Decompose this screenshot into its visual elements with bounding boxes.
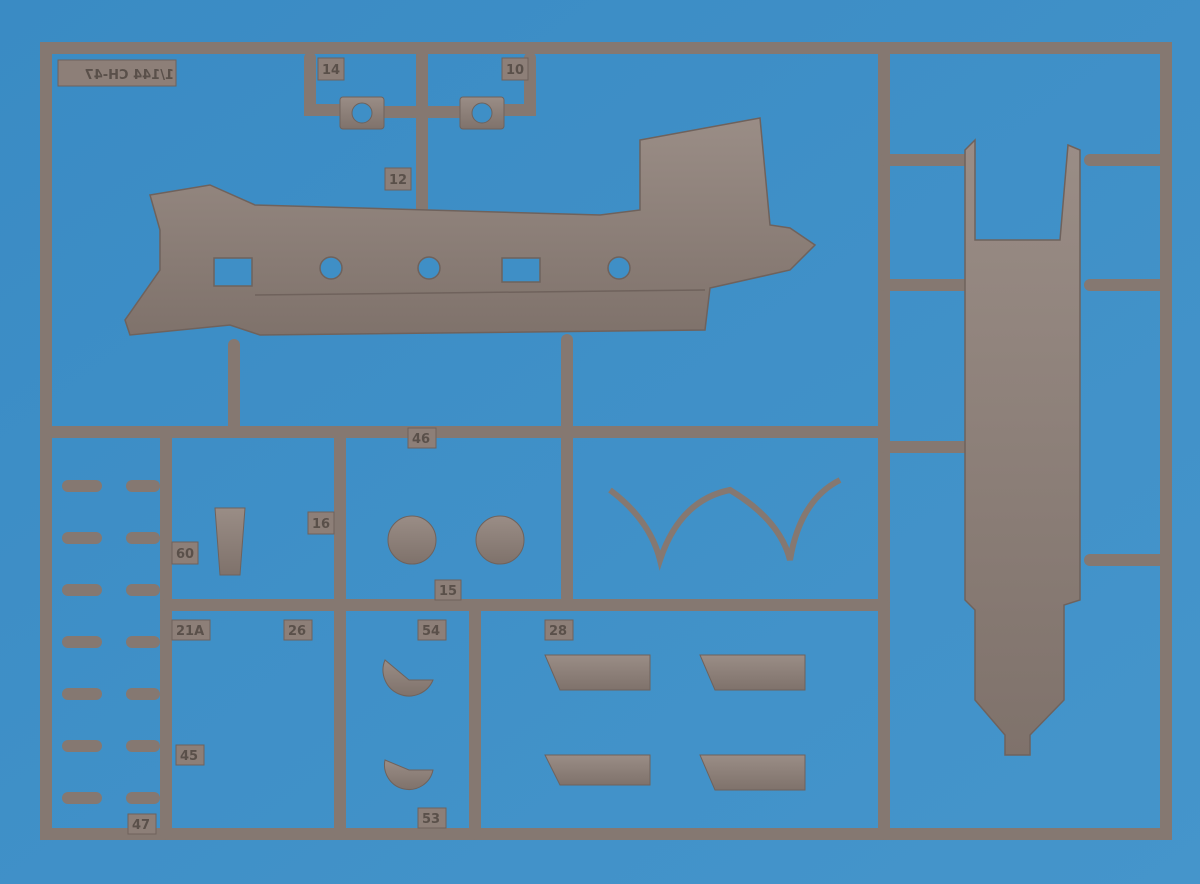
sprue-title: 1/144 CH-47 [85,68,174,83]
sprue-frame [40,42,1172,840]
part-number: 46 [412,432,430,447]
part-number-tags: 1/144 CH-47 14 10 12 46 16 60 15 21A 26 … [57,57,574,835]
part-number: 26 [288,624,306,639]
bracket-parts [339,96,505,130]
part-number: 21A [176,624,204,639]
small-parts [214,477,842,791]
part-number: 47 [132,818,150,833]
part-number: 60 [176,547,194,562]
part-number: 16 [312,517,330,532]
part-number: 54 [422,624,440,639]
part-number: 28 [549,624,567,639]
part-number: 12 [389,173,407,188]
part-number: 10 [506,63,524,78]
part-number: 14 [322,63,340,78]
part-number: 15 [439,584,457,599]
ejector-pins [62,480,160,804]
part-number: 53 [422,812,440,827]
fuselage-half [124,117,817,336]
part-number: 45 [180,749,198,764]
cargo-ramp [964,138,1081,756]
